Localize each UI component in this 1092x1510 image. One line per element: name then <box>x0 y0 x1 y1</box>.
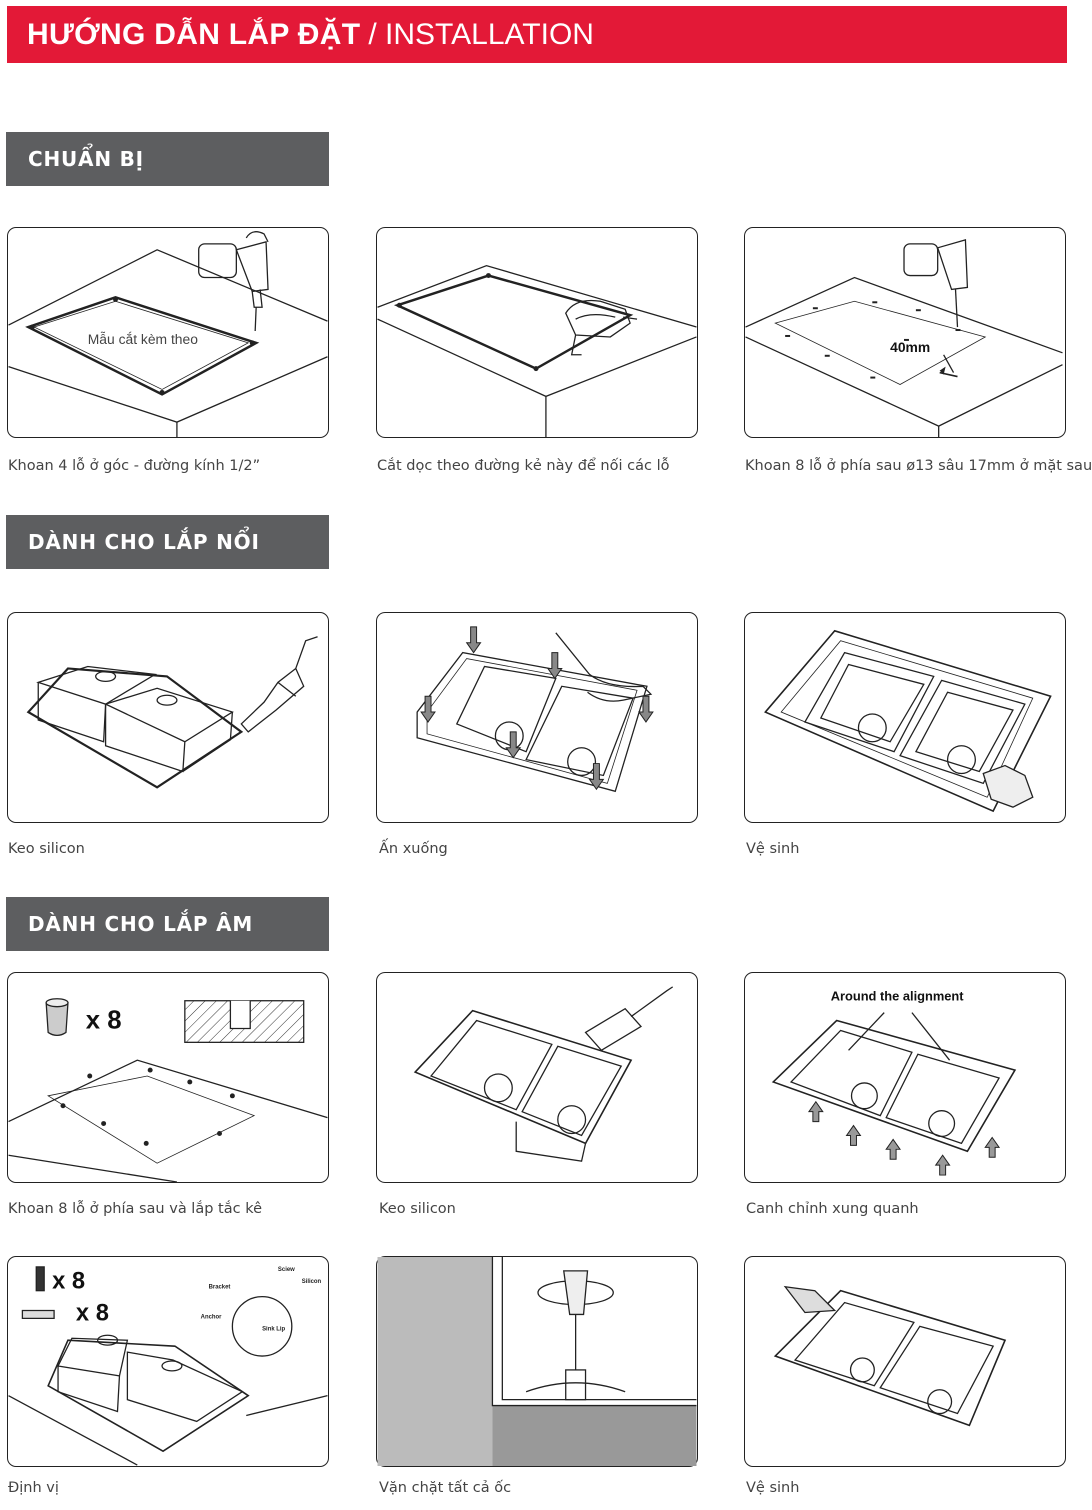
bracket-count: x 8 <box>76 1299 109 1326</box>
caption-under-3: Canh chỉnh xung quanh <box>746 1201 919 1217</box>
caption-prep-3: Khoan 8 lỗ ở phía sau ø13 sâu 17mm ở mặt… <box>745 458 1092 474</box>
part-label-screw: Sciew <box>278 1267 295 1273</box>
step-drill-anchors-illustration: x 8 <box>7 972 329 1183</box>
part-label-sink-lip: Sink Lip <box>262 1326 285 1332</box>
step-align-illustration: Around the alignment <box>744 972 1066 1183</box>
part-label-silicon: Silicon <box>302 1279 322 1285</box>
step-cut-along-line-illustration <box>376 227 698 438</box>
step-under-silicon-illustration <box>376 972 698 1183</box>
section-heading-prep: CHUẨN BỊ <box>6 132 329 186</box>
caption-top-2: Ấn xuống <box>379 841 448 857</box>
anchor-count: x 8 <box>86 1006 122 1034</box>
step-press-down-illustration <box>376 612 698 823</box>
step-top-silicon-illustration <box>7 612 329 823</box>
page-subtitle: / INSTALLATION <box>368 17 594 51</box>
part-label-bracket: Bracket <box>209 1285 231 1291</box>
step-drill-back-holes-illustration: 40mm <box>744 227 1066 438</box>
section-heading-under-mount: DÀNH CHO LẮP ÂM <box>6 897 329 951</box>
caption-top-1: Keo silicon <box>8 841 85 857</box>
step-position-illustration: x 8 x 8 Sciew Bracket Silicon Anchor Sin… <box>7 1256 329 1467</box>
alignment-label: Around the alignment <box>831 989 965 1004</box>
caption-under-4: Định vị <box>8 1480 59 1496</box>
caption-under-2: Keo silicon <box>379 1201 456 1217</box>
page-title: HƯỚNG DẪN LẮP ĐẶT <box>27 17 361 51</box>
step-under-clean-illustration <box>744 1256 1066 1467</box>
step-top-clean-illustration <box>744 612 1066 823</box>
step-drill-corners-illustration: Mẫu cắt kèm theo <box>7 227 329 438</box>
template-label: Mẫu cắt kèm theo <box>88 331 198 347</box>
dimension-label: 40mm <box>890 339 930 355</box>
caption-top-3: Vệ sinh <box>746 841 800 857</box>
caption-prep-2: Cắt dọc theo đường kẻ này để nối các lỗ <box>377 458 670 474</box>
caption-under-5: Vặn chặt tất cả ốc <box>379 1480 512 1496</box>
caption-prep-1: Khoan 4 lỗ ở góc - đường kính 1/2” <box>8 458 261 474</box>
page-header: HƯỚNG DẪN LẮP ĐẶT / INSTALLATION <box>7 6 1067 63</box>
part-label-anchor: Anchor <box>201 1314 222 1320</box>
section-heading-top-mount: DÀNH CHO LẮP NỔI <box>6 515 329 569</box>
screw-count: x 8 <box>52 1268 85 1295</box>
caption-under-1: Khoan 8 lỗ ở phía sau và lắp tắc kê <box>8 1201 262 1217</box>
step-tighten-screws-illustration <box>376 1256 698 1467</box>
caption-under-6: Vệ sinh <box>746 1480 800 1496</box>
